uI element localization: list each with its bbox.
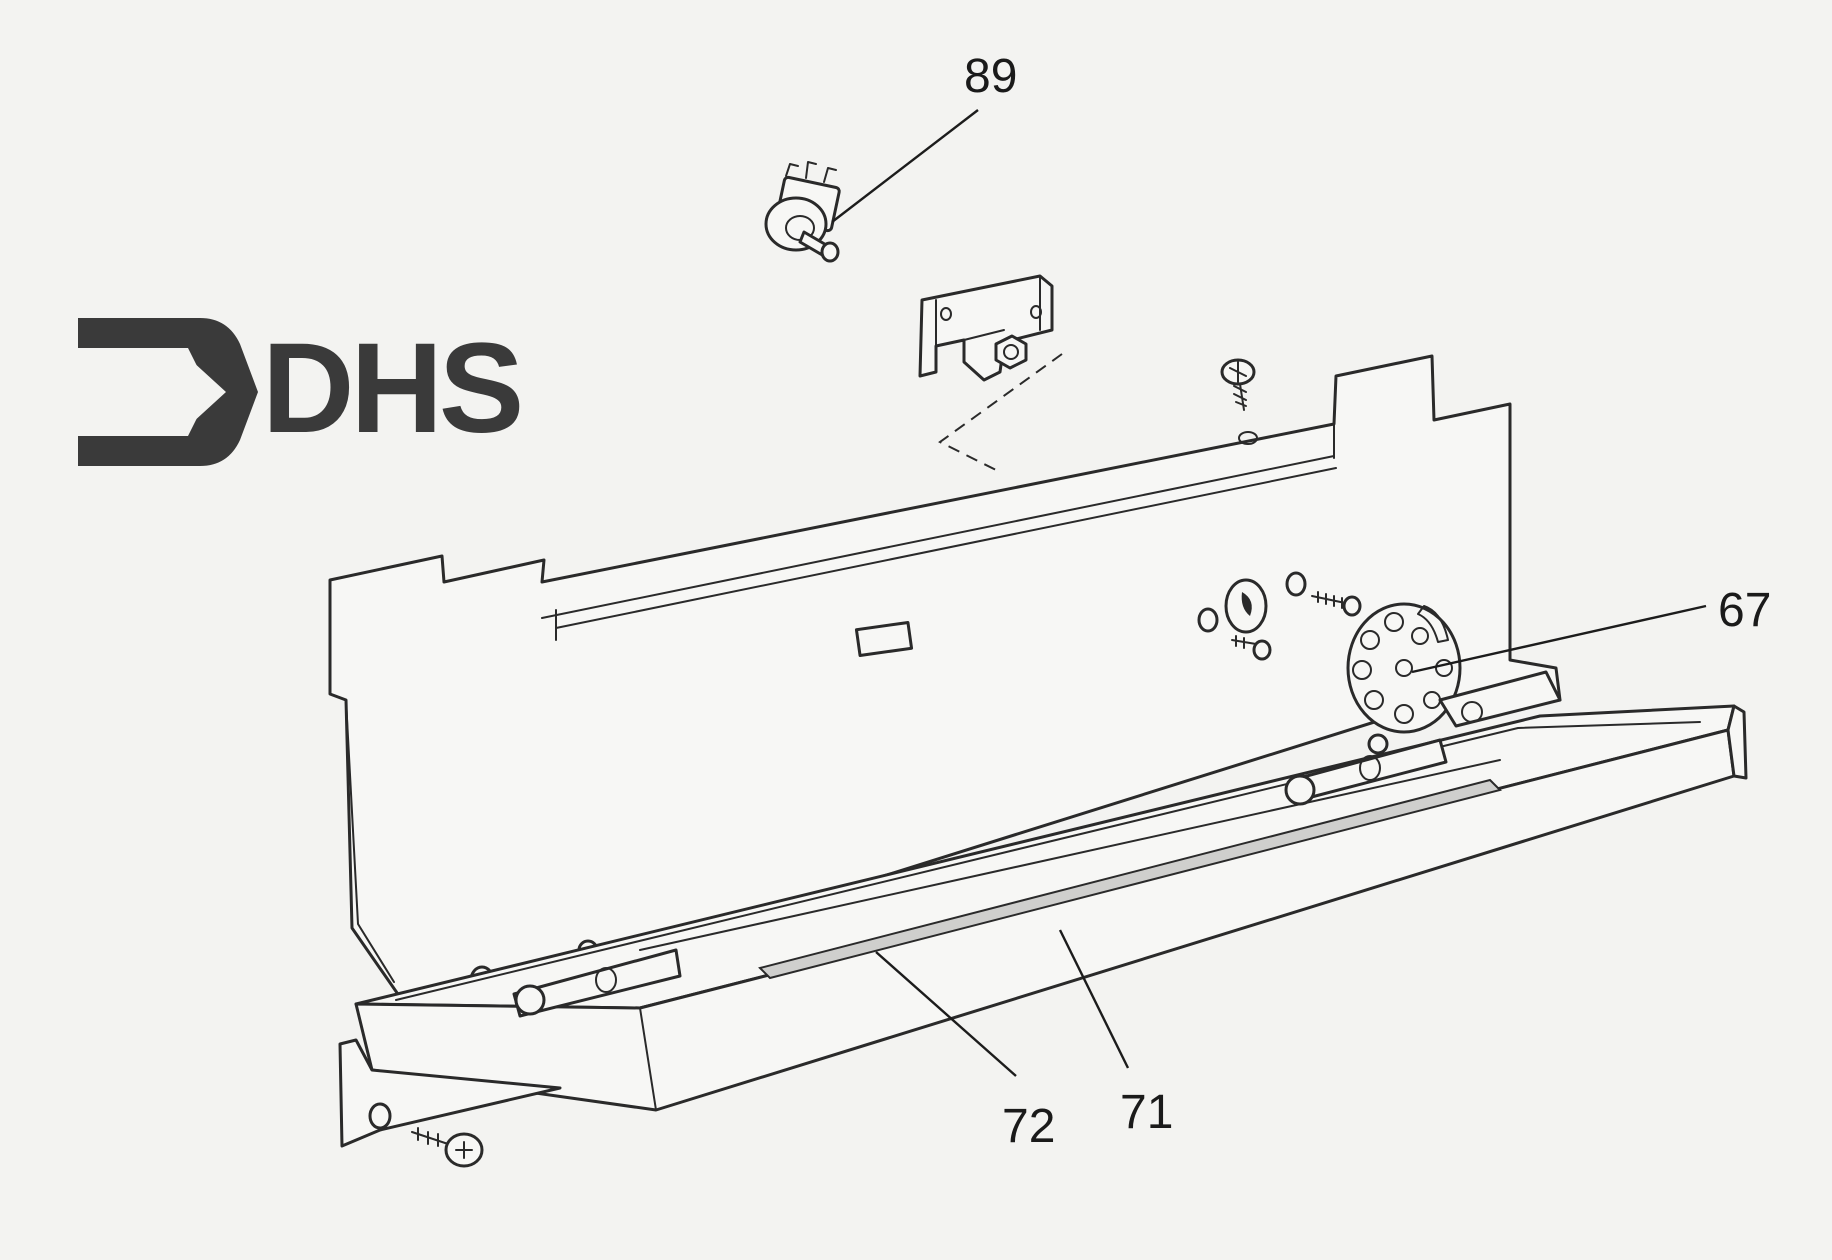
gasket-strip [758,778,1502,980]
left-hinge [512,948,682,1018]
potentiometer-part [764,161,841,263]
back-panel [328,354,1562,1002]
leader-72 [875,951,1017,1077]
callout-67: 67 [1718,584,1771,637]
leader-67 [1411,604,1707,674]
dhs-logo: DHS [78,317,524,466]
right-hinge [1284,670,1562,806]
leader-89 [831,109,979,223]
bracket-dashed-guide [938,353,1063,473]
callout-72: 72 [1002,1100,1055,1153]
dial-knob [1346,602,1462,755]
callout-89: 89 [964,50,1017,103]
logo-text: DHS [262,317,520,460]
callout-71: 71 [1120,1086,1173,1139]
upper-screw [1220,358,1256,411]
logo-arrow-mark [78,318,258,466]
side-bracket [338,1038,562,1168]
mounting-bracket [918,274,1054,382]
logo-arrow-head [96,350,226,434]
leader-71 [1058,929,1130,1069]
